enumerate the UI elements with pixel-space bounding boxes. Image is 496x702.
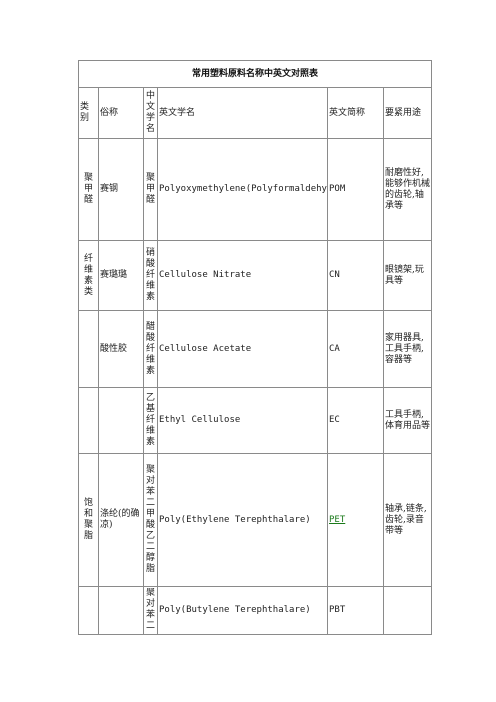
cell-chinese-name: 乙基纤维素 bbox=[143, 387, 158, 454]
cell-common-name bbox=[98, 586, 144, 635]
cell-english-name: Poly(Butylene Terephthalare) bbox=[157, 586, 328, 635]
cell-chinese-name-text: 聚对苯二 bbox=[145, 587, 155, 631]
header-abbreviation: 英文简称 bbox=[327, 87, 384, 139]
cell-common-name bbox=[98, 387, 144, 454]
header-common-name: 俗称 bbox=[98, 87, 144, 139]
cell-category: 纤维素类 bbox=[78, 240, 99, 311]
cell-category bbox=[78, 586, 99, 635]
cell-english-name: Poly(Ethylene Terephthalare) bbox=[157, 453, 328, 587]
cell-category: 饱和聚脂 bbox=[78, 453, 99, 587]
cell-common-name: 涤纶(的确凉) bbox=[98, 453, 144, 587]
cell-chinese-name: 聚对苯二甲酸乙二醇脂 bbox=[143, 453, 158, 587]
cell-main-use: 家用器具,工具手柄,容器等 bbox=[382, 310, 433, 388]
header-row: 类别 俗称 中文学名 英文学名 英文简称 要紧用途 bbox=[78, 87, 433, 139]
cell-abbreviation: CA bbox=[327, 310, 384, 388]
cell-english-name: Cellulose Nitrate bbox=[157, 240, 328, 311]
cell-abbreviation: POM bbox=[327, 138, 384, 241]
cell-main-use: 眼镜架,玩具等 bbox=[382, 240, 433, 311]
header-main-use: 要紧用途 bbox=[382, 87, 433, 139]
cell-chinese-name: 聚对苯二 bbox=[143, 586, 158, 635]
header-chinese-name: 中文学名 bbox=[143, 87, 158, 139]
cell-main-use bbox=[382, 586, 433, 635]
table-row: 聚对苯二 Poly(Butylene Terephthalare) PBT bbox=[78, 586, 433, 635]
plastics-name-table: 常用塑料原料名称中英文对照表 类别 俗称 中文学名 英文学名 英文简称 要紧用途… bbox=[77, 60, 433, 635]
cell-chinese-name: 硝酸纤维素 bbox=[143, 240, 158, 311]
cell-category bbox=[78, 310, 99, 388]
cell-english-name: Polyoxymethylene(Polyformaldehyde) bbox=[157, 138, 328, 241]
title-row: 常用塑料原料名称中英文对照表 bbox=[77, 60, 433, 88]
abbreviation-link[interactable]: PET bbox=[329, 514, 346, 525]
table-row: 饱和聚脂 涤纶(的确凉) 聚对苯二甲酸乙二醇脂 Poly(Ethylene Te… bbox=[78, 453, 433, 587]
cell-common-name: 赛钢 bbox=[98, 138, 144, 241]
cell-category bbox=[78, 387, 99, 454]
cell-main-use: 耐磨性好,能够作机械的齿轮,轴承等 bbox=[382, 138, 433, 241]
cell-abbreviation[interactable]: PET bbox=[327, 453, 384, 587]
table-row: 纤维素类 赛璐璐 硝酸纤维素 Cellulose Nitrate CN 眼镜架,… bbox=[78, 240, 433, 311]
cell-abbreviation: CN bbox=[327, 240, 384, 311]
cell-common-name: 酸性胶 bbox=[98, 310, 144, 388]
table-row: 酸性胶 醋酸纤维素 Cellulose Acetate CA 家用器具,工具手柄… bbox=[78, 310, 433, 388]
header-english-name: 英文学名 bbox=[157, 87, 328, 139]
table-row: 聚甲醛 赛钢 聚甲醛 Polyoxymethylene(Polyformalde… bbox=[78, 138, 433, 241]
cell-chinese-name: 醋酸纤维素 bbox=[143, 310, 158, 388]
cell-category: 聚甲醛 bbox=[78, 138, 99, 241]
table-row: 乙基纤维素 Ethyl Cellulose EC 工具手柄,体育用品等 bbox=[78, 387, 433, 454]
header-category: 类别 bbox=[78, 87, 99, 139]
cell-abbreviation: EC bbox=[327, 387, 384, 454]
cell-english-name: Ethyl Cellulose bbox=[157, 387, 328, 454]
cell-main-use: 轴承,链条,齿轮,录音带等 bbox=[382, 453, 433, 587]
cell-english-name: Cellulose Acetate bbox=[157, 310, 328, 388]
table-title: 常用塑料原料名称中英文对照表 bbox=[77, 60, 433, 88]
cell-common-name: 赛璐璐 bbox=[98, 240, 144, 311]
cell-chinese-name: 聚甲醛 bbox=[143, 138, 158, 241]
cell-main-use: 工具手柄,体育用品等 bbox=[382, 387, 433, 454]
cell-abbreviation: PBT bbox=[327, 586, 384, 635]
